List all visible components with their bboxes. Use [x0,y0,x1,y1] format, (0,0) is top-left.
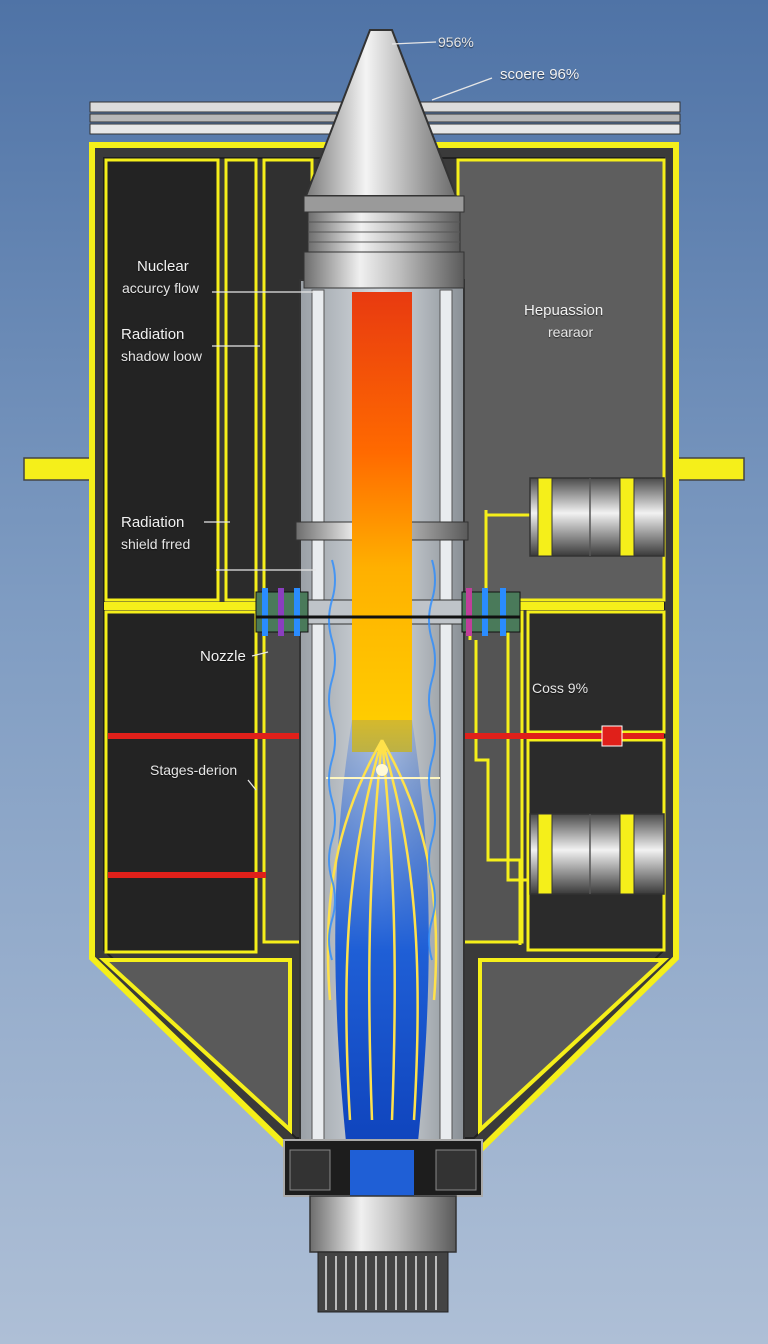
nuclear-label: Nuclear [137,258,189,275]
hepuassion-label: Hepuassion [524,302,604,319]
lower-right-panel [478,958,670,1135]
leader-lines [204,41,493,791]
rearor-label: rearaor [548,324,594,340]
nozzle-label: Nozzle [200,648,246,665]
flame [326,292,440,1180]
stages-label: Stages-derion [150,762,238,778]
bottom-nozzle [283,1139,483,1313]
left-valve-cluster [255,588,309,636]
shield-fred-label: shield frred [121,536,191,552]
lower-left-panel [98,958,292,1135]
accuracy-flow-label: accurcy flow [122,280,200,296]
upper-right-tank [529,477,665,557]
radiation-label-upper: Radiation [121,326,185,343]
shadow-loow-label: shadow loow [121,348,202,364]
right-valve-cluster [461,588,521,636]
laser-lines [108,725,664,878]
right-piping [468,510,530,945]
nose-cone [303,29,465,289]
right-side-pipe [675,457,745,481]
score-label: scoere 96% [500,66,580,83]
left-chambers [104,158,314,954]
coolant-lines [328,559,436,961]
lower-right-tank [529,813,665,895]
inner-frame [103,157,665,1139]
tip-percent-label: 956% [438,34,474,50]
left-side-pipe [23,457,95,481]
coss-label: Coss 9% [532,680,589,696]
radiation-label-lower: Radiation [121,514,185,531]
